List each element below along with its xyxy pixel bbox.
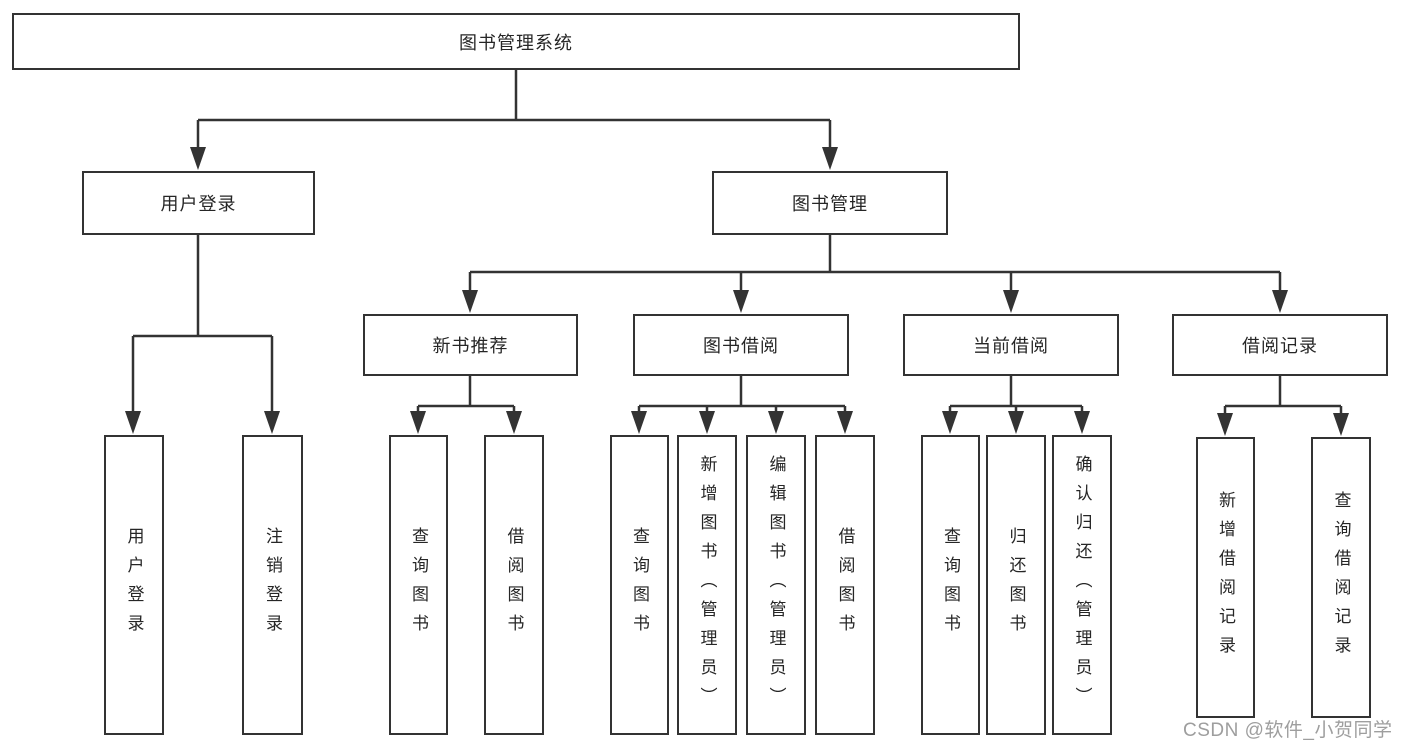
- leaf-borrow-book-1: 借阅图书: [484, 435, 544, 735]
- leaf-query-record-label: 查询借阅记录: [1331, 490, 1351, 665]
- node-root-label: 图书管理系统: [459, 32, 573, 53]
- leaf-confirm-return-label: 确认归还（管理员）: [1072, 454, 1092, 716]
- leaf-logout-label: 注销登录: [263, 527, 282, 643]
- leaf-edit-book: 编辑图书（管理员）: [746, 435, 806, 735]
- connector-book-mgmt-to-level3: [462, 235, 1288, 313]
- leaf-query-book-3: 查询图书: [921, 435, 980, 735]
- leaf-confirm-return: 确认归还（管理员）: [1052, 435, 1112, 735]
- leaf-borrow-book-1-label: 借阅图书: [504, 527, 524, 643]
- node-user-login-label: 用户登录: [160, 194, 237, 214]
- leaf-add-book: 新增图书（管理员）: [677, 435, 737, 735]
- leaf-query-book-2-label: 查询图书: [630, 527, 649, 643]
- node-current-borrow: 当前借阅: [903, 314, 1119, 376]
- node-book-borrow-label: 图书借阅: [703, 336, 779, 356]
- node-book-mgmt-label: 图书管理: [792, 194, 868, 214]
- csdn-watermark: CSDN @软件_小贺同学: [1183, 720, 1393, 741]
- connector-new-book-rec-children: [410, 376, 522, 434]
- leaf-query-book-3-label: 查询图书: [941, 527, 960, 643]
- node-borrow-record: 借阅记录: [1172, 314, 1388, 376]
- leaf-logout: 注销登录: [242, 435, 303, 735]
- node-new-book-rec: 新书推荐: [363, 314, 578, 376]
- leaf-user-login: 用户登录: [104, 435, 164, 735]
- node-book-mgmt: 图书管理: [712, 171, 948, 235]
- node-book-borrow: 图书借阅: [633, 314, 849, 376]
- node-user-login: 用户登录: [82, 171, 315, 235]
- node-borrow-record-label: 借阅记录: [1242, 336, 1318, 356]
- leaf-query-book-2: 查询图书: [610, 435, 669, 735]
- connector-user-login-children: [125, 235, 280, 434]
- leaf-return-book: 归还图书: [986, 435, 1046, 735]
- leaf-borrow-book-2-label: 借阅图书: [835, 527, 855, 643]
- connector-current-borrow-children: [942, 376, 1090, 434]
- leaf-return-book-label: 归还图书: [1006, 527, 1026, 643]
- leaf-query-record: 查询借阅记录: [1311, 437, 1371, 718]
- connector-book-borrow-children: [631, 376, 853, 434]
- leaf-add-record: 新增借阅记录: [1196, 437, 1255, 718]
- leaf-add-book-label: 新增图书（管理员）: [697, 454, 717, 716]
- leaf-user-login-label: 用户登录: [124, 527, 144, 643]
- leaf-query-book-1-label: 查询图书: [409, 527, 428, 643]
- leaf-borrow-book-2: 借阅图书: [815, 435, 875, 735]
- connector-borrow-record-children: [1217, 376, 1349, 436]
- connector-root-to-level2: [190, 70, 838, 170]
- leaf-query-book-1: 查询图书: [389, 435, 448, 735]
- node-new-book-rec-label: 新书推荐: [432, 336, 509, 356]
- leaf-add-record-label: 新增借阅记录: [1216, 490, 1235, 665]
- node-root: 图书管理系统: [12, 13, 1020, 70]
- leaf-edit-book-label: 编辑图书（管理员）: [766, 454, 786, 716]
- node-current-borrow-label: 当前借阅: [973, 336, 1049, 356]
